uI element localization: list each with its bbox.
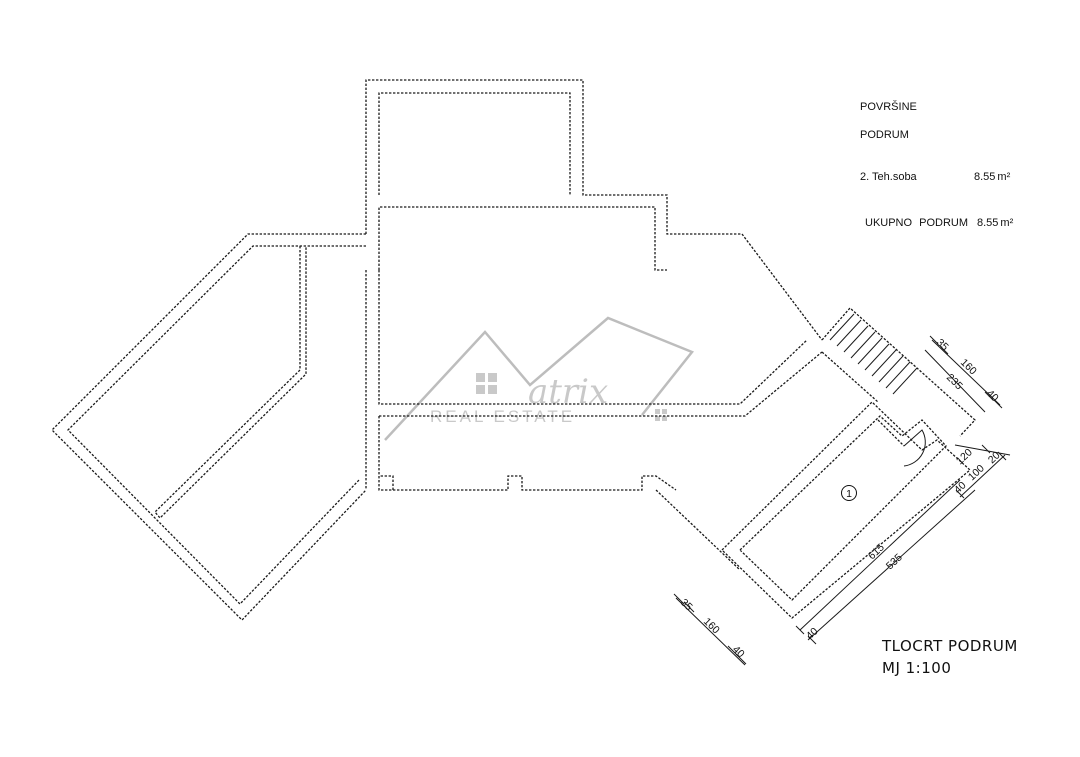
drawing-title: TLOCRT PODRUM MJ 1:100: [881, 637, 1018, 677]
legend-total-label: UKUPNO PODRUM: [865, 217, 968, 229]
dim-bottom-40: 40: [730, 644, 747, 661]
legend-heading: POVRŠINE: [860, 100, 917, 113]
dimension-room: 120 100 20 40 615 535 40: [795, 444, 1011, 645]
walls: [51, 79, 976, 621]
title-line-2: MJ 1:100: [882, 659, 951, 677]
dim-stair-160: 160: [958, 357, 979, 378]
dim-room-100: 100: [966, 462, 987, 483]
room-marker-number: 1: [846, 488, 852, 500]
watermark-logo: atrix REAL ESTATE: [384, 316, 695, 441]
room-marker: 1: [841, 485, 857, 501]
dim-stair-40: 40: [984, 388, 1001, 405]
legend-room-label: 2. Teh.soba: [860, 171, 918, 183]
dim-stair-35: 35: [934, 337, 951, 354]
dim-room-40: 40: [952, 479, 969, 496]
dim-room-corner-40: 40: [804, 625, 821, 642]
title-line-1: TLOCRT PODRUM: [881, 637, 1018, 655]
dim-room-120: 120: [954, 446, 975, 467]
dim-room-615: 615: [866, 541, 887, 562]
watermark-brand: atrix: [528, 372, 608, 412]
dimension-bottom: 35 160 40: [673, 593, 747, 666]
legend-level: PODRUM: [860, 129, 909, 141]
dimension-stairs: 35 160 235 40: [924, 335, 1003, 413]
dim-bottom-160: 160: [701, 616, 722, 637]
door-swing: [903, 429, 926, 467]
dim-stair-235: 235: [944, 372, 965, 393]
stair-treads: [829, 313, 918, 395]
